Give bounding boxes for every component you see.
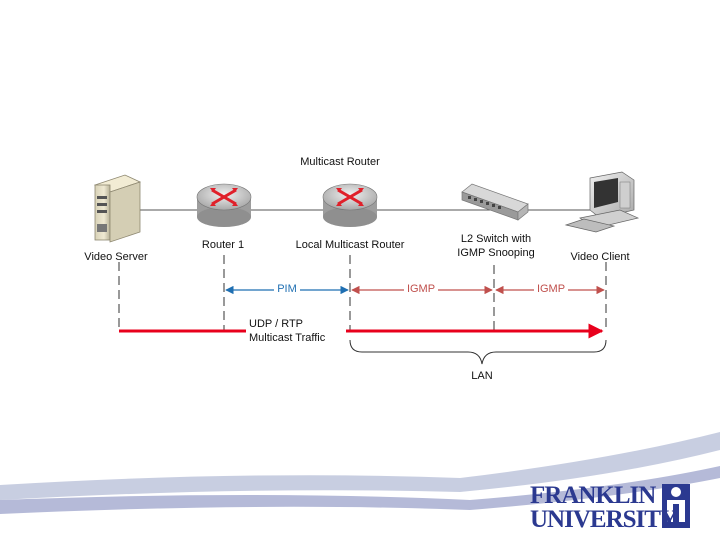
router-1-icon (196, 183, 252, 227)
video-server-icon (93, 174, 142, 243)
lan-brace (349, 339, 607, 365)
video-client-icon (564, 171, 640, 233)
traffic-label-1: UDP / RTP (249, 318, 303, 330)
footer-swoosh (0, 432, 720, 514)
pim-label: PIM (277, 283, 297, 295)
igmp-label-2: IGMP (536, 283, 566, 295)
video-server-label: Video Server (84, 251, 148, 263)
franklin-wordmark-line1: FRANKLIN (530, 482, 656, 509)
franklin-wordmark-line2: UNIVERSITY (530, 506, 678, 533)
traffic-label-2: Multicast Traffic (249, 332, 326, 344)
diagram-title: Multicast Router (300, 156, 380, 168)
l2-switch-icon (461, 183, 529, 221)
franklin-logo-icon (662, 484, 690, 528)
local-multicast-router-icon (322, 183, 378, 227)
l2-switch-label-1: L2 Switch with (460, 233, 532, 245)
router-1-label: Router 1 (201, 239, 245, 251)
igmp-label-1: IGMP (406, 283, 436, 295)
lan-label: LAN (471, 370, 493, 382)
drop-lines (118, 255, 607, 330)
video-client-label: Video Client (570, 251, 630, 263)
l2-switch-label-2: IGMP Snooping (457, 247, 535, 259)
local-router-label: Local Multicast Router (295, 239, 405, 251)
